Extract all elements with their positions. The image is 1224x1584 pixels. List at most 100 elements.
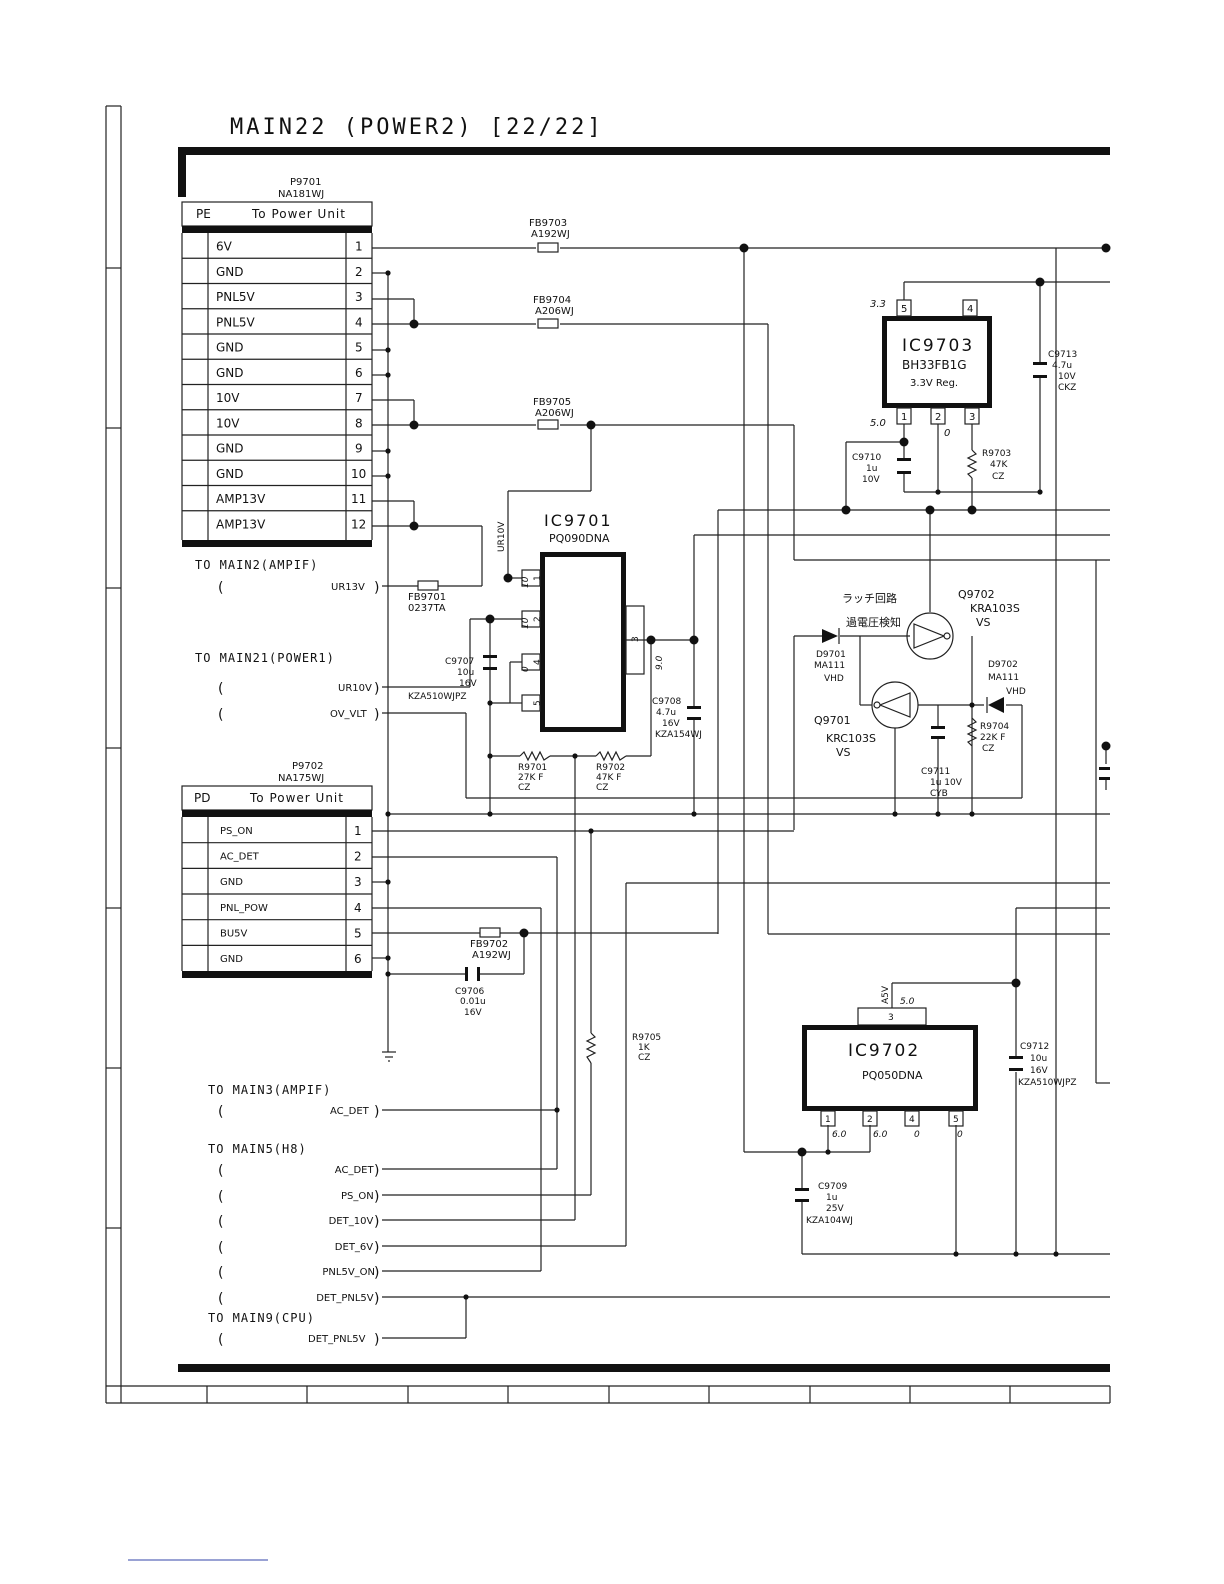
p9701-part: NA181WJ <box>278 189 324 200</box>
to-main21-title: TO MAIN21(POWER1) <box>195 651 335 665</box>
fb9702-ref: FB9702 <box>470 939 508 950</box>
volt-5v0-ic9702: 5.0 <box>900 997 915 1007</box>
fb9703-part: A192WJ <box>531 229 570 240</box>
paren-close: ) <box>374 1189 379 1205</box>
volt-6v0-pin2: 6.0 <box>873 1130 888 1140</box>
diodes-transistors: D9701 MA111 VHD D9702 MA111 VHD Q9702 KR… <box>814 588 1026 759</box>
paren: ( <box>218 1163 223 1179</box>
p9702-pin-num: 2 <box>354 850 362 864</box>
p9702-ref: P9702 <box>292 761 323 772</box>
ur10v-signal: UR10V <box>338 683 372 694</box>
main5-signal: DET_PNL5V <box>316 1293 374 1304</box>
c9710-volt: 10V <box>862 475 880 485</box>
paren-close: ) <box>374 580 379 596</box>
p9701-pin-num: 12 <box>351 517 366 531</box>
main3-ac-det-signal: AC_DET <box>330 1106 370 1117</box>
d9702-part: MA111 <box>988 673 1019 683</box>
ic9703-pin-3: 3 <box>969 412 975 423</box>
p9701-ref: P9701 <box>290 177 321 188</box>
p9701-pin-name: GND <box>216 467 244 481</box>
p9702-pin-num: 1 <box>354 824 362 838</box>
c9706-ref: C9706 <box>455 987 484 997</box>
d9702-type: VHD <box>1006 687 1026 697</box>
volt-0-pin5: 0 <box>957 1130 963 1140</box>
r9703-type: CZ <box>992 472 1004 482</box>
c9710-val: 1u <box>866 464 877 474</box>
latch-label: ラッチ回路 <box>842 592 897 605</box>
ic9702-part: PQ050DNA <box>862 1069 923 1082</box>
r9703-val: 47K <box>990 460 1008 470</box>
p9701-pin-name: GND <box>216 341 244 355</box>
paren: ( <box>218 681 223 697</box>
p9701-pin-num: 11 <box>351 492 366 506</box>
paren: ( <box>218 1265 223 1281</box>
p9702-pin-name: PNL_POW <box>220 903 268 914</box>
paren: ( <box>218 1214 223 1230</box>
c9708-ref: C9708 <box>652 697 681 707</box>
p9701-head-right: To Power Unit <box>251 207 346 221</box>
ic9701: IC9701 PQ090DNA 1 2 3 4 5 10 10 0 9.0 UR… <box>497 511 665 732</box>
c9706-volt: 16V <box>464 1008 482 1018</box>
ur10v-label: UR10V <box>497 521 507 552</box>
c9713-volt: 10V <box>1058 372 1076 382</box>
ic9701-pin-5: 5 <box>533 700 543 706</box>
paren-close: ) <box>374 1291 379 1307</box>
fb9702-part: A192WJ <box>472 950 511 961</box>
c9713-val: 4.7u <box>1052 361 1072 371</box>
p9702-pin-num: 3 <box>354 875 362 889</box>
q9701-ref: Q9701 <box>814 714 851 727</box>
ic9703-part: BH33FB1G <box>902 358 967 372</box>
paren-close: ) <box>374 1163 379 1179</box>
q9702-part: KRA103S <box>970 602 1020 615</box>
page-title: MAIN22 (POWER2) [22/22] <box>230 115 604 140</box>
p9702-pin-num: 5 <box>354 927 362 941</box>
ur13v-signal: UR13V <box>331 582 365 593</box>
r9703-ref: R9703 <box>982 449 1011 459</box>
ic9703-desc: 3.3V Reg. <box>910 378 958 389</box>
p9701-pin-name: GND <box>216 366 244 380</box>
p9701-pin-name: AMP13V <box>216 492 266 506</box>
paren: ( <box>218 1240 223 1256</box>
to-main2-title: TO MAIN2(AMPIF) <box>195 558 318 572</box>
main5-signal: PS_ON <box>341 1191 374 1202</box>
fb9705-part: A206WJ <box>535 408 574 419</box>
r9702-ref: R9702 <box>596 763 625 773</box>
p9702-pin-name: GND <box>220 877 243 888</box>
p9702-pin-num: 4 <box>354 901 362 915</box>
p9701-pin-num: 7 <box>355 391 363 405</box>
ic9701-pin1-volt: 10 <box>521 576 531 588</box>
r9701-val: 27K F <box>518 773 543 783</box>
c9709-volt: 25V <box>826 1204 844 1214</box>
p9701-pin-num: 2 <box>355 265 363 279</box>
c9708-volt: 16V <box>662 719 680 729</box>
p9701-pin-name: GND <box>216 442 244 456</box>
to-main5-title: TO MAIN5(H8) <box>208 1142 307 1156</box>
ic9703-pin-1: 1 <box>901 412 907 423</box>
r9702-val: 47K F <box>596 773 621 783</box>
ic9703-pin-4: 4 <box>967 304 973 315</box>
c9712-part: KZA510WJPZ <box>1018 1078 1077 1088</box>
p9701-pin-num: 3 <box>355 290 363 304</box>
paren: ( <box>218 1104 223 1120</box>
paren: ( <box>218 1189 223 1205</box>
r9705-type: CZ <box>638 1053 650 1063</box>
q9701-part: KRC103S <box>826 732 876 745</box>
fb9705-ref: FB9705 <box>533 397 571 408</box>
p9701-pin-num: 4 <box>355 315 363 329</box>
r9704-val: 22K F <box>980 733 1005 743</box>
p9701-pin-num: 5 <box>355 341 363 355</box>
r9705-val: 1K <box>638 1043 651 1053</box>
c9707-ref: C9707 <box>445 657 474 667</box>
paren: ( <box>218 1332 223 1348</box>
c9713-type: CKZ <box>1058 383 1076 393</box>
p9702-pin-num: 6 <box>354 952 362 966</box>
p9701-pin-name: 10V <box>216 391 240 405</box>
volt-0-pin4: 0 <box>914 1130 920 1140</box>
q9702-ref: Q9702 <box>958 588 995 601</box>
paren-close: ) <box>374 681 379 697</box>
p9701-pin-num: 1 <box>355 240 363 254</box>
ic9701-pin-3: 3 <box>631 636 641 642</box>
p9701-pin-name: GND <box>216 265 244 279</box>
p9702-pin-name: GND <box>220 954 243 965</box>
r9705-ref: R9705 <box>632 1033 661 1043</box>
